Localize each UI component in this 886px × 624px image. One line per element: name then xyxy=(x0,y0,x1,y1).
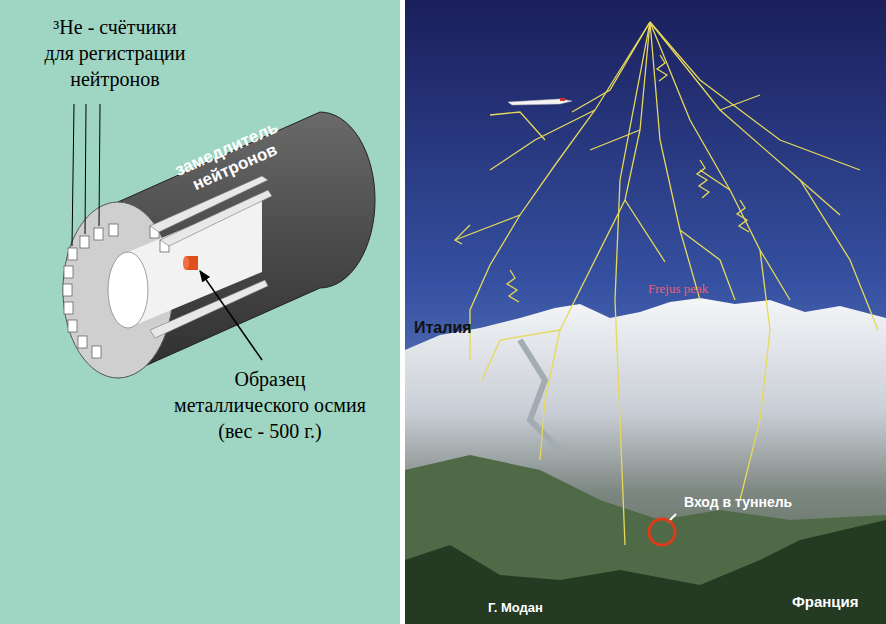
forest xyxy=(405,520,886,624)
tunnel-entrance-mark xyxy=(649,519,675,545)
sample-pointer xyxy=(200,271,262,360)
counter-caption: ³He - счётчики для регистрации нейтронов xyxy=(40,14,190,92)
airplane xyxy=(508,98,572,105)
osmium-sample xyxy=(183,256,198,270)
leader-lines xyxy=(72,104,100,246)
peak-name: Frejus peak xyxy=(648,281,708,298)
moderator-label-box: замедлитель нейтронов xyxy=(159,112,326,256)
moderator-label: замедлитель нейтронов xyxy=(159,112,303,206)
sample-caption: Образец металлического осмия (вес - 500 … xyxy=(170,366,370,444)
country-name: Франция xyxy=(792,592,859,612)
sky xyxy=(405,0,886,624)
tunnel-entrance-label: Вход в туннель xyxy=(684,493,792,511)
panel-gap xyxy=(400,0,405,624)
mountain xyxy=(405,298,886,624)
country-name: Италия xyxy=(414,318,472,339)
left-panel xyxy=(0,0,400,624)
moderator-cylinder xyxy=(63,112,375,378)
counter-tubes xyxy=(63,224,169,358)
cosmic-ray-shower xyxy=(455,22,878,545)
town-name: Г. Модан xyxy=(488,600,543,617)
valley xyxy=(405,455,886,624)
